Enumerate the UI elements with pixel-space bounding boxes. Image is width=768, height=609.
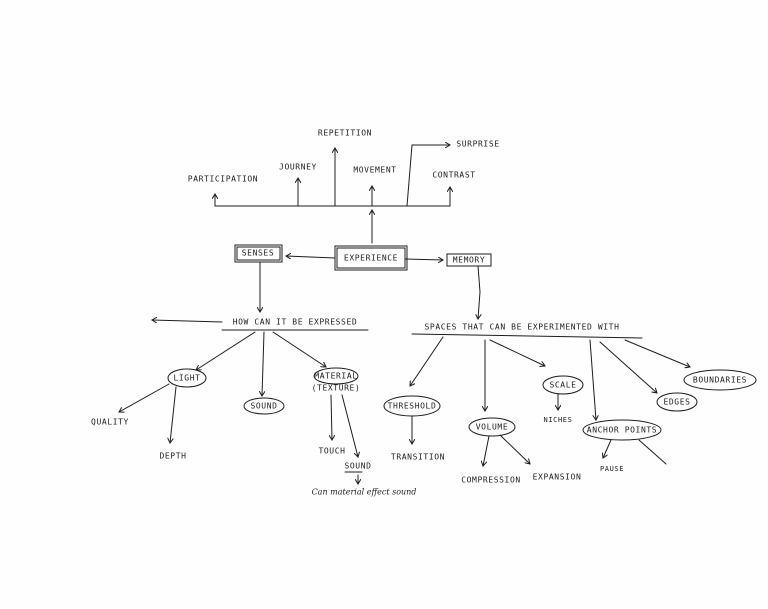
- label-sound2: SOUND: [344, 461, 372, 471]
- material-ellipse: [313, 367, 359, 385]
- label-niches: NICHES: [543, 416, 573, 424]
- label-pause: PAUSE: [599, 465, 625, 473]
- label-depth: DEPTH: [159, 451, 187, 461]
- arrow-to-material: [272, 331, 326, 367]
- label-edges: EDGES: [663, 397, 691, 407]
- label-scale: SCALE: [549, 380, 577, 390]
- label-journey: JOURNEY: [279, 162, 317, 172]
- label-touch: TOUCH: [318, 446, 346, 456]
- label-anchor-points: ANCHOR POINTS: [586, 425, 658, 435]
- light-ellipse: [167, 368, 207, 388]
- arrow-left: [152, 320, 223, 322]
- arrow-to-pause: [603, 439, 612, 458]
- anchor-points-ellipse: [582, 419, 662, 441]
- label-participation: PARTICIPATION: [187, 174, 259, 184]
- label-contrast: CONTRAST: [432, 170, 476, 180]
- senses-box-outer: [234, 244, 283, 263]
- label-how-expressed: HOW CAN IT BE EXPRESSED: [232, 317, 358, 327]
- label-compression: COMPRESSION: [461, 475, 521, 485]
- sound-ellipse: [243, 397, 285, 415]
- label-experience: EXPERIENCE: [343, 253, 399, 263]
- arrow-to-senses: [286, 256, 336, 258]
- label-volume: VOLUME: [475, 422, 509, 432]
- label-material: MATERIAL: [314, 371, 358, 381]
- scale-ellipse: [542, 375, 584, 395]
- anchor-tail-line: [638, 439, 667, 465]
- label-transition: TRANSITION: [390, 452, 446, 462]
- arrow-to-depth: [170, 386, 177, 443]
- arrow-to-edges: [599, 341, 657, 393]
- arrow-surprise: [406, 145, 450, 207]
- arrow-to-anchor: [589, 339, 596, 420]
- arrow-to-scale: [489, 339, 545, 366]
- label-memory: MEMORY: [452, 255, 486, 265]
- arrow-to-touch: [331, 394, 332, 440]
- label-light: LIGHT: [173, 373, 201, 383]
- label-sound: SOUND: [250, 401, 278, 411]
- arrow-to-threshold: [410, 336, 444, 386]
- senses-box: [236, 246, 281, 261]
- arrow-to-sound: [262, 331, 264, 396]
- edges-ellipse: [656, 392, 698, 412]
- label-quality: QUALITY: [91, 417, 129, 427]
- label-material-note: Can material effect sound: [311, 487, 417, 497]
- label-threshold: THRESHOLD: [387, 401, 437, 411]
- arrow-to-quality: [119, 383, 170, 412]
- arrow-to-compression: [483, 435, 490, 466]
- memory-box: [446, 253, 492, 267]
- label-surprise: SURPRISE: [456, 139, 500, 149]
- experience-box: [336, 247, 406, 269]
- label-texture: (TEXTURE): [311, 383, 361, 393]
- arrow-to-expansion: [499, 434, 530, 464]
- label-spaces: SPACES THAT CAN BE EXPERIMENTED WITH: [424, 322, 620, 332]
- label-repetition: REPETITION: [317, 128, 373, 138]
- label-expansion: EXPANSION: [532, 472, 582, 482]
- arrow-to-boundaries: [624, 339, 690, 367]
- label-senses: SENSES: [241, 248, 275, 258]
- arrow-memory-down: [478, 265, 480, 319]
- boundaries-ellipse: [683, 369, 757, 391]
- arrow-to-light: [196, 331, 256, 370]
- label-movement: MOVEMENT: [353, 165, 397, 175]
- arrow-to-memory: [404, 259, 443, 260]
- spaces-underline: [411, 333, 643, 339]
- volume-ellipse: [468, 417, 516, 437]
- arrow-to-sound2: [341, 394, 358, 457]
- label-boundaries: BOUNDARIES: [692, 375, 748, 385]
